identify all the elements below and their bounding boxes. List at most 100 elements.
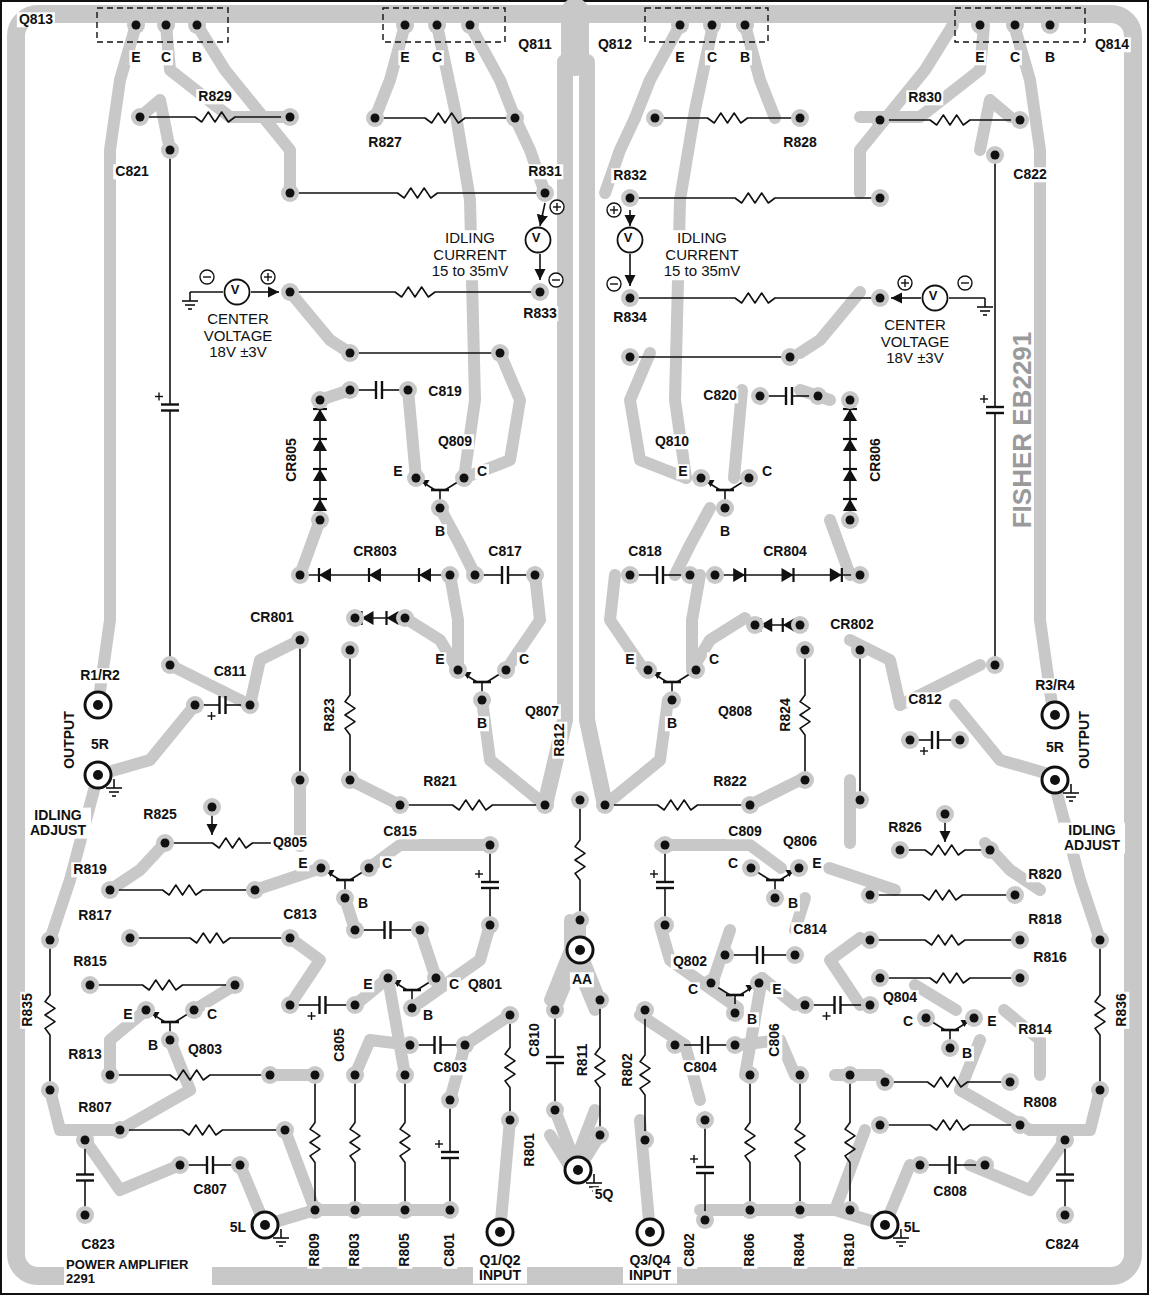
part-label: B — [786, 896, 800, 911]
polarity-circle — [898, 276, 912, 290]
pad-ring — [1041, 16, 1059, 34]
resistor-symbol — [595, 1000, 605, 1135]
pad-hole — [384, 974, 393, 983]
transistor-outline — [97, 8, 228, 42]
copper-trace — [970, 1140, 1065, 1190]
solder-pad — [41, 931, 59, 949]
pad-hole — [296, 636, 305, 645]
pad-hole — [502, 666, 511, 675]
pad-hole — [351, 1071, 360, 1080]
diode-symbol — [419, 568, 431, 582]
solder-pad — [231, 1156, 249, 1174]
meter-circle: V — [524, 226, 552, 254]
solder-pad — [346, 1201, 364, 1219]
capacitor-plate — [507, 566, 509, 584]
solder-pad — [291, 771, 309, 789]
part-label: C817 — [486, 544, 523, 559]
resistor-symbol — [630, 193, 880, 203]
resistor-symbol — [745, 1075, 755, 1210]
resistor-symbol — [140, 112, 290, 122]
solder-pad — [951, 731, 969, 749]
copper-trace — [98, 705, 195, 775]
pad-ring — [1091, 1081, 1109, 1099]
part-label: E — [296, 856, 309, 871]
part-label: C — [159, 50, 173, 65]
pad-ring — [791, 1201, 809, 1219]
part-label: B — [463, 50, 477, 65]
capacitor-plate — [931, 731, 933, 749]
part-label: B — [665, 716, 679, 731]
resistor-symbol — [800, 650, 810, 780]
resistor-symbol — [605, 800, 750, 810]
pad-hole — [531, 571, 540, 580]
pad-hole — [746, 1206, 755, 1215]
pad-hole — [506, 1011, 515, 1020]
solder-pad — [687, 661, 705, 679]
pad-hole — [401, 1206, 410, 1215]
solder-pad — [1011, 931, 1029, 949]
capacitor-plate — [161, 409, 179, 411]
ground-symbol — [185, 304, 195, 306]
pad-hole — [876, 194, 885, 203]
polarity-circle — [200, 270, 214, 284]
pad-ring — [231, 1156, 249, 1174]
pad-hole — [471, 571, 480, 580]
solder-pad — [203, 798, 221, 816]
pad-hole — [1096, 936, 1105, 945]
diode-symbol — [313, 409, 327, 421]
pad-ring — [861, 886, 879, 904]
meter-lead — [251, 291, 279, 293]
capacitor-plate — [986, 406, 1004, 408]
pad-hole — [641, 1006, 650, 1015]
part-label: B — [1043, 50, 1057, 65]
pad-ring — [281, 184, 299, 202]
capacitor-plate — [433, 1036, 435, 1054]
solder-pad — [656, 916, 674, 934]
copper-trace — [294, 780, 306, 843]
ground-symbol — [182, 300, 198, 302]
part-label: E — [810, 856, 823, 871]
pad-ring — [656, 916, 674, 934]
pad-hole — [576, 916, 585, 925]
pad-hole — [142, 1006, 151, 1015]
solder-pad — [621, 566, 639, 584]
pad-hole — [1011, 21, 1020, 30]
pad-ring — [1001, 1073, 1019, 1091]
part-label: R831 — [526, 164, 563, 179]
copper-trace — [605, 700, 668, 805]
solder-pad — [497, 661, 515, 679]
diode-symbol — [830, 568, 842, 582]
polarity-circle — [607, 277, 621, 291]
solder-pad — [441, 1201, 459, 1219]
solder-pad — [336, 889, 354, 907]
diode-symbol — [843, 499, 857, 511]
solder-pad — [312, 859, 330, 877]
capacitor-plate — [785, 387, 787, 405]
part-label: B — [433, 524, 447, 539]
pad-hole — [166, 661, 175, 670]
part-label: C804 — [681, 1060, 718, 1075]
copper-trace — [500, 1120, 510, 1232]
pad-ring — [491, 344, 509, 362]
pad-ring — [261, 1066, 279, 1084]
solder-pad — [861, 996, 879, 1014]
part-label: Q804 — [881, 990, 919, 1005]
pad-hole — [454, 666, 463, 675]
pad-hole — [316, 516, 325, 525]
solder-pad — [917, 1009, 935, 1027]
pad-hole — [991, 151, 1000, 160]
pad-hole — [461, 1041, 470, 1050]
solder-pad — [971, 16, 989, 34]
solder-pad — [360, 859, 378, 877]
pad-ring — [157, 16, 175, 34]
resistor-symbol — [845, 1075, 855, 1210]
pad-hole — [626, 571, 635, 580]
pad-ring — [1006, 886, 1024, 904]
pad-hole — [856, 571, 865, 580]
pad-hole — [478, 696, 487, 705]
meter-lead — [540, 203, 545, 226]
pad-ring — [871, 111, 889, 129]
resistor-symbol — [505, 1015, 515, 1120]
solder-pad — [291, 631, 309, 649]
solder-pad — [986, 146, 1004, 164]
